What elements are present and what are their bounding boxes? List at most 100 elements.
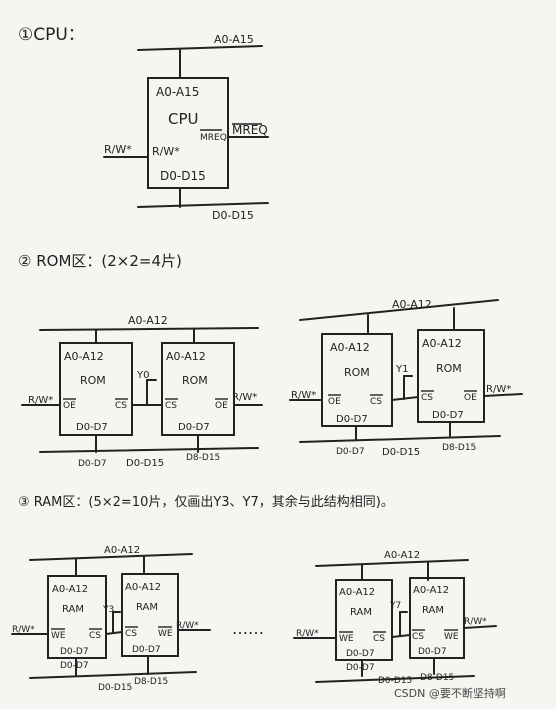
rom-data-out: D8-D15 bbox=[442, 443, 476, 453]
ram-group-y7: A0-A12 A0-A12 RAM WE CS D0-D7 R/W* D0-D7… bbox=[293, 550, 497, 686]
ram-rw-label: R/W* bbox=[296, 629, 319, 639]
rom-g1-data-bus-label: D0-D15 bbox=[382, 447, 420, 458]
rom-g0-address-bus bbox=[39, 327, 259, 331]
ram-data-out: D0-D7 bbox=[346, 663, 375, 673]
rom-rw-label: R/W* bbox=[291, 390, 316, 401]
rom-chip-addr: A0-A12 bbox=[330, 341, 370, 354]
rom-chip-data: D0-D7 bbox=[432, 410, 464, 421]
rom-rw-label: R/W* bbox=[28, 395, 53, 406]
ram-g0-address-bus-label: A0-A12 bbox=[104, 545, 140, 556]
ram-chip-data: D0-D7 bbox=[418, 647, 447, 657]
cpu-addr-pins: A0-A15 bbox=[156, 85, 199, 99]
rom-chip-cs: CS bbox=[165, 401, 177, 411]
ram-chip-we: WE bbox=[444, 632, 459, 642]
ram-chip-cs: CS bbox=[89, 631, 101, 641]
rom-chip-name: ROM bbox=[182, 374, 208, 387]
ram-rw-line bbox=[463, 625, 497, 629]
ram-data-out: D8-D15 bbox=[134, 677, 168, 687]
ram-chip-name: RAM bbox=[422, 605, 444, 616]
rom-heading: ② ROM区：(2×2=4片) bbox=[18, 252, 182, 270]
ram-g0-data-bus-label: D0-D15 bbox=[98, 683, 132, 693]
cpu-mreq-pin: MREQ bbox=[200, 133, 227, 143]
cpu-section: ①CPU： A0-A15 A0-A15 CPU MREQ R/W* D0-D15… bbox=[18, 25, 269, 222]
rom-g0-address-bus-label: A0-A12 bbox=[128, 314, 168, 327]
rom-g0-data-bus bbox=[39, 447, 259, 453]
ram-heading: ③ RAM区：(5×2=10片，仅画出Y3、Y7，其余与此结构相同)。 bbox=[18, 494, 394, 510]
rom-group-y1: A0-A12 A0-A12 ROM OE CS D0-D7 R/W* D0-D7… bbox=[289, 298, 523, 458]
rom-chip-cs: CS bbox=[115, 401, 127, 411]
rom-chip-addr: A0-A12 bbox=[166, 350, 206, 363]
ram-rw-label: R/W* bbox=[12, 625, 35, 635]
cpu-address-bus bbox=[137, 45, 263, 51]
rom-chip-addr: A0-A12 bbox=[64, 350, 104, 363]
rom-g1-address-bus bbox=[299, 299, 499, 321]
rom-data-out: D0-D7 bbox=[78, 459, 107, 469]
ram-g1-data-bus-label: D0-D15 bbox=[378, 676, 412, 686]
ram-data-out: D0-D7 bbox=[60, 661, 89, 671]
rom-chip-data: D0-D7 bbox=[178, 422, 210, 433]
ram-chip-cs: CS bbox=[373, 634, 385, 644]
rom-section: ② ROM区：(2×2=4片) A0-A12 A0-A12 ROM OE CS … bbox=[18, 252, 523, 469]
rom-chip-addr: A0-A12 bbox=[422, 337, 462, 350]
ram-chip-data: D0-D7 bbox=[346, 649, 375, 659]
ram-chip-we: WE bbox=[339, 634, 354, 644]
rom-data-out: D0-D7 bbox=[336, 447, 365, 457]
watermark: CSDN @要不断坚持啊 bbox=[394, 686, 506, 700]
ram-g0-data-bus bbox=[29, 671, 197, 679]
ram-section: ③ RAM区：(5×2=10片，仅画出Y3、Y7，其余与此结构相同)。 A0-A… bbox=[11, 494, 497, 693]
cpu-data-bus bbox=[137, 202, 269, 208]
ram-rw-label: R/W* bbox=[176, 621, 199, 631]
cpu-data-bus-label: D0-D15 bbox=[212, 209, 254, 222]
ram-g1-address-bus-label: A0-A12 bbox=[384, 550, 420, 561]
cpu-heading: ①CPU： bbox=[18, 25, 85, 45]
rom-chip-data: D0-D7 bbox=[76, 422, 108, 433]
ram-g0-cs-label: Y3 bbox=[102, 605, 114, 615]
ram-group-y3: A0-A12 A0-A12 RAM WE CS D0-D7 R/W* D0-D7… bbox=[11, 545, 211, 693]
ram-chip bbox=[335, 579, 393, 661]
rom-chip-name: ROM bbox=[436, 362, 462, 375]
cpu-chip-name: CPU bbox=[168, 110, 199, 128]
ram-chip-addr: A0-A12 bbox=[52, 584, 88, 595]
ram-chip-cs: CS bbox=[412, 632, 424, 642]
ram-chip bbox=[121, 573, 179, 657]
rom-g0-data-bus-label: D0-D15 bbox=[126, 458, 164, 469]
rom-chip-oe: OE bbox=[328, 397, 341, 407]
ram-g1-address-bus bbox=[315, 559, 469, 567]
rom-rw-label: R/W* bbox=[486, 384, 511, 395]
cpu-address-bus-label: A0-A15 bbox=[214, 33, 254, 46]
rom-chip-name: ROM bbox=[344, 366, 370, 379]
rom-chip-oe: OE bbox=[215, 401, 228, 411]
ram-ellipsis: …… bbox=[232, 619, 264, 638]
ram-chip-cs: CS bbox=[125, 629, 137, 639]
cpu-chip bbox=[147, 77, 229, 189]
rom-chip-cs: CS bbox=[370, 397, 382, 407]
rom-chip-name: ROM bbox=[80, 374, 106, 387]
rom-g1-address-bus-label: A0-A12 bbox=[392, 298, 432, 311]
cpu-mreq-line-label: MREQ bbox=[232, 123, 268, 137]
rom-chip-cs: CS bbox=[421, 393, 433, 403]
cpu-rw-pin: R/W* bbox=[152, 145, 180, 158]
ram-chip-name: RAM bbox=[350, 607, 372, 618]
ram-chip-addr: A0-A12 bbox=[125, 582, 161, 593]
rom-chip-oe: OE bbox=[63, 401, 76, 411]
ram-chip-we: WE bbox=[158, 629, 173, 639]
cpu-rw-line-label: R/W* bbox=[104, 143, 132, 156]
ram-g1-data-bus bbox=[315, 675, 475, 683]
ram-chip-data: D0-D7 bbox=[132, 645, 161, 655]
ram-chip bbox=[409, 577, 465, 659]
rom-rw-line bbox=[483, 393, 523, 397]
rom-chip-oe: OE bbox=[464, 393, 477, 403]
rom-rw-label: R/W* bbox=[232, 392, 257, 403]
rom-chip-data: D0-D7 bbox=[336, 414, 368, 425]
rom-data-out: D8-D15 bbox=[186, 453, 220, 463]
ram-chip-name: RAM bbox=[136, 602, 158, 613]
ram-chip-addr: A0-A12 bbox=[339, 587, 375, 598]
ram-chip-we: WE bbox=[51, 631, 66, 641]
ram-rw-label: R/W* bbox=[464, 617, 487, 627]
ram-g0-address-bus bbox=[29, 553, 193, 561]
ram-chip-addr: A0-A12 bbox=[413, 585, 449, 596]
cpu-data-pins: D0-D15 bbox=[160, 169, 206, 183]
rom-g1-data-bus bbox=[299, 435, 501, 443]
rom-g1-cs-label: Y1 bbox=[395, 364, 408, 375]
